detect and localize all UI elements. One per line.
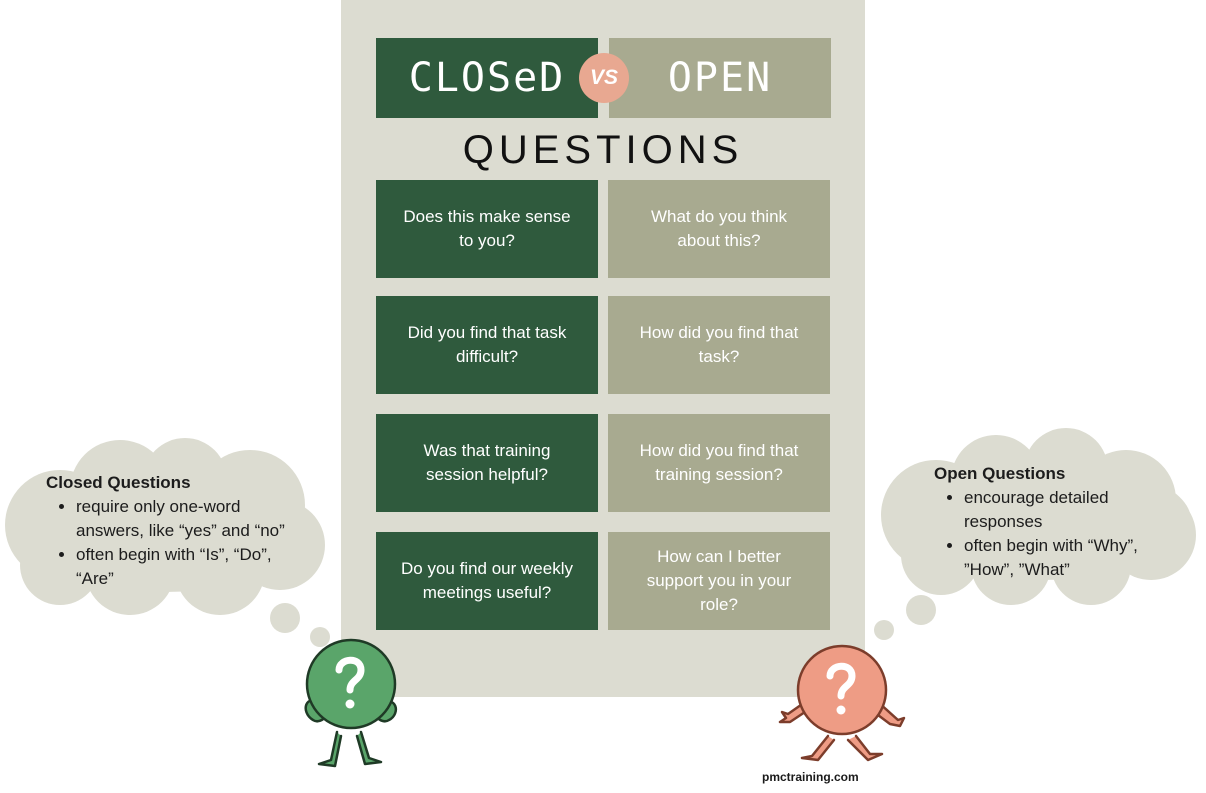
page-title: QUESTIONS bbox=[462, 128, 744, 172]
open-bubble-heading: Open Questions bbox=[934, 464, 1066, 483]
green-question-mark-character-icon bbox=[304, 638, 398, 768]
closed-thought-bubble bbox=[5, 438, 330, 647]
open-bubble-point: encourage detailed responses bbox=[964, 486, 1184, 534]
open-question-4: How can I better support you in your rol… bbox=[608, 532, 830, 630]
closed-header: CLOSeD bbox=[376, 38, 598, 118]
closed-bubble-text: Closed Questions require only one-word a… bbox=[46, 471, 306, 591]
closed-question-1: Does this make sense to you? bbox=[376, 180, 598, 278]
open-header: OPEN bbox=[609, 38, 831, 118]
open-question-3: How did you find that training session? bbox=[608, 414, 830, 512]
open-bubble-point: often begin with “Why”, ”How”, ”What” bbox=[964, 534, 1184, 582]
pink-question-mark-character-icon bbox=[778, 644, 906, 762]
open-question-1: What do you think about this? bbox=[608, 180, 830, 278]
closed-bubble-heading: Closed Questions bbox=[46, 473, 191, 492]
source-credit: pmctraining.com bbox=[762, 770, 859, 784]
closed-question-4: Do you find our weekly meetings useful? bbox=[376, 532, 598, 630]
closed-bubble-point: require only one-word answers, like “yes… bbox=[76, 495, 306, 543]
closed-question-3: Was that training session helpful? bbox=[376, 414, 598, 512]
open-thought-bubble bbox=[874, 428, 1196, 640]
vs-badge: VS bbox=[579, 53, 629, 103]
closed-bubble-point: often begin with “Is”, “Do”, “Are” bbox=[76, 543, 306, 591]
closed-bubble-list: require only one-word answers, like “yes… bbox=[46, 495, 306, 591]
open-bubble-list: encourage detailed responses often begin… bbox=[934, 486, 1184, 582]
closed-question-2: Did you find that task difficult? bbox=[376, 296, 598, 394]
open-bubble-text: Open Questions encourage detailed respon… bbox=[934, 462, 1184, 582]
open-question-2: How did you find that task? bbox=[608, 296, 830, 394]
